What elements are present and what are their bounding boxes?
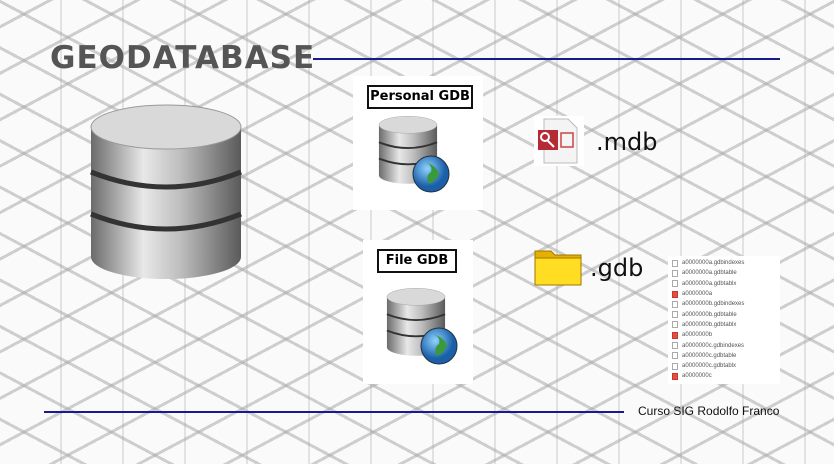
file-name: a0000000a.gdbtable xyxy=(682,270,737,277)
file-name: a0000000a.gdbtablx xyxy=(682,280,737,287)
globe-icon xyxy=(420,327,458,365)
file-list-item[interactable]: a0000000b.gdbtablx xyxy=(672,320,776,330)
file-name: a0000000a xyxy=(682,291,713,298)
file-icon xyxy=(672,280,678,288)
file-name: a0000000c.gdbindexes xyxy=(682,342,745,349)
slide-title: GEODATABASE xyxy=(50,40,316,76)
title-divider xyxy=(313,58,780,60)
file-list-item[interactable]: a0000000a.gdbtable xyxy=(672,268,776,278)
file-icon xyxy=(672,362,678,370)
file-gdb-label: File GDB xyxy=(377,249,457,273)
file-icon xyxy=(672,342,678,350)
personal-gdb-card: Personal GDB xyxy=(353,76,483,210)
file-icon xyxy=(672,331,678,339)
access-file-icon xyxy=(534,116,584,166)
file-list-item[interactable]: a0000000c.gdbtablx xyxy=(672,361,776,371)
footer-credit: Curso SIG Rodolfo Franco xyxy=(638,404,780,418)
file-list-item[interactable]: a0000000b xyxy=(672,330,776,340)
folder-icon xyxy=(534,250,582,286)
globe-icon xyxy=(412,155,450,193)
file-name: a0000000c.gdbtable xyxy=(682,352,737,359)
file-name: a0000000b.gdbtable xyxy=(682,311,737,318)
gdb-file-list: a0000000a.gdbindexes a0000000a.gdbtable a0… xyxy=(668,256,780,384)
file-icon xyxy=(672,311,678,319)
file-list-item[interactable]: a0000000a xyxy=(672,289,776,299)
file-list-item[interactable]: a0000000a.gdbtablx xyxy=(672,279,776,289)
file-icon xyxy=(672,300,678,308)
file-icon xyxy=(672,352,678,360)
file-name: a0000000a.gdbindexes xyxy=(682,260,745,267)
gdb-extension: .gdb xyxy=(590,254,644,282)
file-list-item[interactable]: a0000000c.gdbindexes xyxy=(672,340,776,350)
file-icon xyxy=(672,259,678,267)
file-name: a0000000c xyxy=(682,373,712,380)
file-name: a0000000b xyxy=(682,332,713,339)
file-name: a0000000b.gdbtablx xyxy=(682,321,737,328)
database-icon xyxy=(86,102,246,282)
footer-divider xyxy=(44,411,624,413)
file-list-item[interactable]: a0000000b.gdbtable xyxy=(672,309,776,319)
file-icon xyxy=(672,290,678,298)
file-icon xyxy=(672,321,678,329)
file-icon xyxy=(672,269,678,277)
file-list-item[interactable]: a0000000c.gdbtable xyxy=(672,351,776,361)
file-gdb-card: File GDB xyxy=(363,240,473,384)
file-list-item[interactable]: a0000000b.gdbindexes xyxy=(672,299,776,309)
file-list-item[interactable]: a0000000a.gdbindexes xyxy=(672,258,776,268)
file-icon xyxy=(672,372,678,380)
file-name: a0000000b.gdbindexes xyxy=(682,301,745,308)
mdb-extension: .mdb xyxy=(596,128,658,156)
personal-gdb-label: Personal GDB xyxy=(367,85,473,109)
file-name: a0000000c.gdbtablx xyxy=(682,363,737,370)
file-list-item[interactable]: a0000000c xyxy=(672,371,776,381)
